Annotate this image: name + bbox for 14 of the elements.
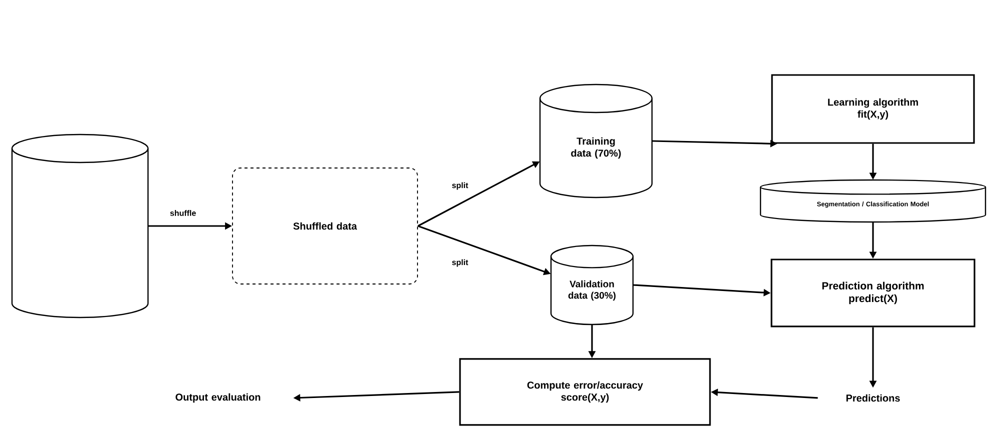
database-cylinder: Training data (70%) [539,84,653,198]
edge-label: shuffle [168,209,198,217]
database-cylinder [11,134,149,318]
process-box: Prediction algorithm predict(X) [770,258,976,328]
database-cylinder: Validation data (30%) [550,244,634,326]
edge-label: split [450,258,470,268]
output-text: Output evaluation [176,393,260,403]
process-box: Compute error/accuracy score(X,y) [459,358,711,426]
node-label: Validation data (30%) [568,280,616,301]
edge-label: split [450,181,470,191]
node-label: Training data (70%) [571,137,621,159]
data-box: Shuffled data [232,168,418,284]
process-box: Learning algorithm fit(X,y) [771,74,975,144]
output-text: Predictions [846,394,900,402]
